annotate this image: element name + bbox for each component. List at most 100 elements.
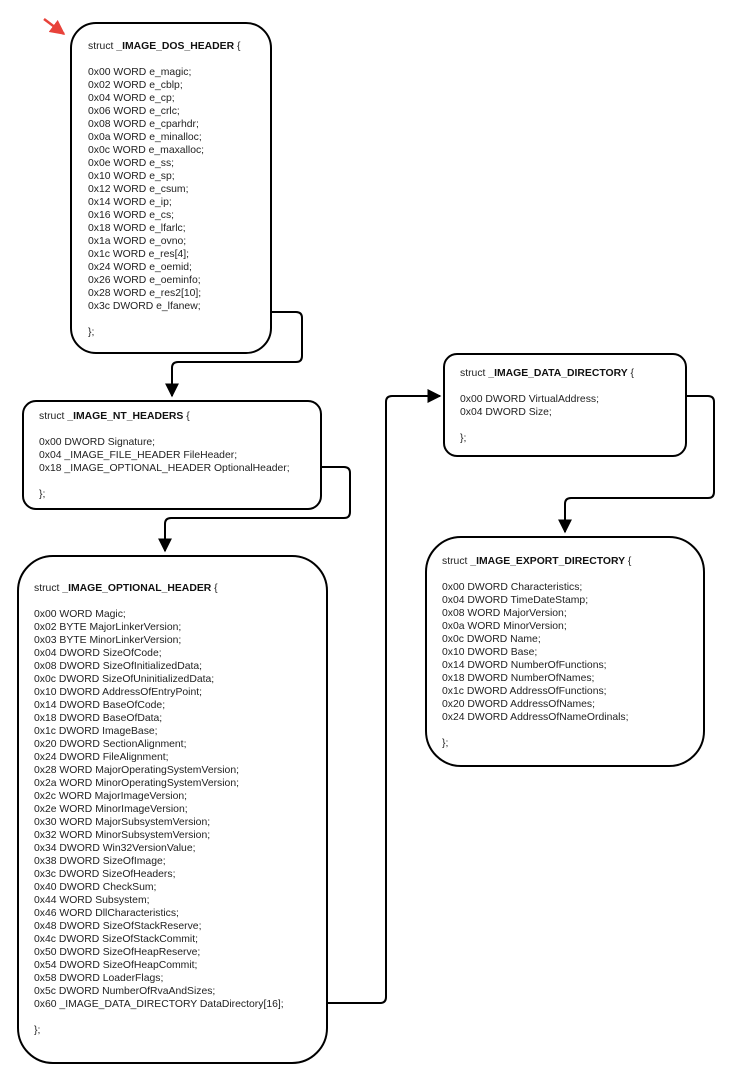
struct-field: 0x44 WORD Subsystem; xyxy=(34,895,150,906)
struct-title: struct _IMAGE_DOS_HEADER { xyxy=(88,40,270,53)
struct-keyword: struct xyxy=(34,583,63,594)
struct-field: 0x0c DWORD SizeOfUninitializedData; xyxy=(34,674,215,685)
struct-box-image-export-directory: struct _IMAGE_EXPORT_DIRECTORY { 0x00 DWO… xyxy=(425,536,705,767)
struct-field: 0x60 _IMAGE_DATA_DIRECTORY DataDirectory… xyxy=(34,999,284,1010)
struct-title: struct _IMAGE_OPTIONAL_HEADER { xyxy=(34,582,326,595)
struct-field: 0x14 DWORD NumberOfFunctions; xyxy=(442,660,607,671)
struct-field: 0x26 WORD e_oeminfo; xyxy=(88,275,201,286)
struct-field: 0x1c DWORD ImageBase; xyxy=(34,726,158,737)
struct-field: 0x04 DWORD Size; xyxy=(460,407,552,418)
struct-field: 0x02 BYTE MajorLinkerVersion; xyxy=(34,622,182,633)
struct-field-list: 0x00 WORD e_magic; 0x02 WORD e_cblp; 0x04 … xyxy=(88,66,270,313)
struct-name: _IMAGE_EXPORT_DIRECTORY xyxy=(470,556,626,567)
struct-name: _IMAGE_DOS_HEADER xyxy=(116,41,235,52)
struct-keyword: struct xyxy=(460,368,489,379)
struct-box-image-optional-header: struct _IMAGE_OPTIONAL_HEADER {0x00 WORD… xyxy=(17,555,328,1064)
struct-field: 0x12 WORD e_csum; xyxy=(88,184,189,195)
struct-field: 0x04 _IMAGE_FILE_HEADER FileHeader; xyxy=(39,450,238,461)
struct-field: 0x2c WORD MajorImageVersion; xyxy=(34,791,188,802)
struct-field: 0x0c WORD e_maxalloc; xyxy=(88,145,205,156)
struct-field: 0x08 DWORD SizeOfInitializedData; xyxy=(34,661,203,672)
struct-close-brace: }; xyxy=(34,1025,41,1036)
struct-field: 0x02 WORD e_cblp; xyxy=(88,80,183,91)
struct-field: 0x24 DWORD FileAlignment; xyxy=(34,752,169,763)
struct-field: 0x2a WORD MinorOperatingSystemVersion; xyxy=(34,778,240,789)
struct-field: 0x10 DWORD AddressOfEntryPoint; xyxy=(34,687,203,698)
struct-field: 0x04 WORD e_cp; xyxy=(88,93,175,104)
struct-open-brace: { xyxy=(234,41,241,52)
struct-field: 0x54 DWORD SizeOfHeapCommit; xyxy=(34,960,198,971)
struct-close-brace: }; xyxy=(460,433,467,444)
struct-name: _IMAGE_NT_HEADERS xyxy=(67,411,184,422)
struct-field: 0x04 DWORD TimeDateStamp; xyxy=(442,595,589,606)
struct-field: 0x14 DWORD BaseOfCode; xyxy=(34,700,166,711)
struct-keyword: struct xyxy=(442,556,471,567)
struct-close-brace: }; xyxy=(39,489,46,500)
struct-field: 0x00 DWORD VirtualAddress; xyxy=(460,394,599,405)
struct-field: 0x16 WORD e_cs; xyxy=(88,210,175,221)
struct-close-brace: }; xyxy=(88,327,95,338)
struct-field: 0x4c DWORD SizeOfStackCommit; xyxy=(34,934,198,945)
struct-field: 0x0c DWORD Name; xyxy=(442,634,541,645)
struct-field: 0x1c DWORD AddressOfFunctions; xyxy=(442,686,607,697)
struct-field: 0x46 WORD DllCharacteristics; xyxy=(34,908,179,919)
struct-field: 0x18 DWORD NumberOfNames; xyxy=(442,673,595,684)
struct-field: 0x24 WORD e_oemid; xyxy=(88,262,192,273)
struct-box-image-nt-headers: struct _IMAGE_NT_HEADERS {0x00 DWORD Sig… xyxy=(22,400,322,510)
struct-field: 0x10 DWORD Base; xyxy=(442,647,538,658)
struct-title: struct _IMAGE_EXPORT_DIRECTORY { xyxy=(442,555,703,568)
struct-field: 0x04 DWORD SizeOfCode; xyxy=(34,648,162,659)
struct-field: 0x3c DWORD e_lfanew; xyxy=(88,301,201,312)
struct-field: 0x08 WORD MajorVersion; xyxy=(442,608,567,619)
struct-keyword: struct xyxy=(88,41,117,52)
struct-open-brace: { xyxy=(211,583,218,594)
red-arrow-icon xyxy=(43,18,66,35)
struct-field: 0x06 WORD e_crlc; xyxy=(88,106,180,117)
struct-keyword: struct xyxy=(39,411,68,422)
struct-field: 0x1c WORD e_res[4]; xyxy=(88,249,190,260)
struct-title: struct _IMAGE_DATA_DIRECTORY { xyxy=(460,367,685,380)
struct-field: 0x3c DWORD SizeOfHeaders; xyxy=(34,869,176,880)
struct-field-list: 0x00 DWORD Characteristics; 0x04 DWORD Ti… xyxy=(442,581,703,724)
struct-name: _IMAGE_DATA_DIRECTORY xyxy=(488,368,628,379)
struct-field: 0x24 DWORD AddressOfNameOrdinals; xyxy=(442,712,629,723)
struct-open-brace: { xyxy=(627,368,634,379)
struct-title: struct _IMAGE_NT_HEADERS { xyxy=(39,410,320,423)
struct-field: 0x03 BYTE MinorLinkerVersion; xyxy=(34,635,182,646)
struct-field: 0x38 DWORD SizeOfImage; xyxy=(34,856,166,867)
struct-field: 0x28 WORD e_res2[10]; xyxy=(88,288,202,299)
struct-field: 0x14 WORD e_ip; xyxy=(88,197,172,208)
struct-field: 0x0a WORD e_minalloc; xyxy=(88,132,202,143)
struct-field: 0x18 _IMAGE_OPTIONAL_HEADER OptionalHead… xyxy=(39,463,290,474)
struct-field: 0x28 WORD MajorOperatingSystemVersion; xyxy=(34,765,240,776)
struct-field: 0x50 DWORD SizeOfHeapReserve; xyxy=(34,947,201,958)
struct-field: 0x00 DWORD Characteristics; xyxy=(442,582,583,593)
struct-close-brace: }; xyxy=(442,738,449,749)
struct-field: 0x30 WORD MajorSubsystemVersion; xyxy=(34,817,211,828)
struct-field: 0x40 DWORD CheckSum; xyxy=(34,882,157,893)
struct-box-image-dos-header: struct _IMAGE_DOS_HEADER {0x00 WORD e_ma… xyxy=(70,22,272,354)
struct-field-list: 0x00 DWORD VirtualAddress; 0x04 DWORD Siz… xyxy=(460,393,685,419)
struct-field: 0x10 WORD e_sp; xyxy=(88,171,175,182)
struct-field: 0x58 DWORD LoaderFlags; xyxy=(34,973,164,984)
struct-field-list: 0x00 WORD Magic; 0x02 BYTE MajorLinkerVer… xyxy=(34,608,326,1011)
struct-open-brace: { xyxy=(183,411,190,422)
struct-field: 0x32 WORD MinorSubsystemVersion; xyxy=(34,830,211,841)
struct-field: 0x00 WORD Magic; xyxy=(34,609,126,620)
connector-datadir-to-export xyxy=(558,395,715,534)
struct-field: 0x0e WORD e_ss; xyxy=(88,158,175,169)
struct-field-list: 0x00 DWORD Signature; 0x04 _IMAGE_FILE_HE… xyxy=(39,436,320,475)
connector-dos-to-nt xyxy=(165,311,303,398)
struct-field: 0x18 DWORD BaseOfData; xyxy=(34,713,163,724)
struct-name: _IMAGE_OPTIONAL_HEADER xyxy=(62,583,212,594)
struct-field: 0x20 DWORD AddressOfNames; xyxy=(442,699,596,710)
struct-field: 0x48 DWORD SizeOfStackReserve; xyxy=(34,921,202,932)
struct-field: 0x5c DWORD NumberOfRvaAndSizes; xyxy=(34,986,216,997)
connector-optional-to-datadir xyxy=(328,389,442,1004)
struct-field: 0x20 DWORD SectionAlignment; xyxy=(34,739,187,750)
connector-nt-to-optional xyxy=(158,466,351,553)
struct-field: 0x00 DWORD Signature; xyxy=(39,437,156,448)
struct-field: 0x08 WORD e_cparhdr; xyxy=(88,119,199,130)
struct-field: 0x00 WORD e_magic; xyxy=(88,67,192,78)
